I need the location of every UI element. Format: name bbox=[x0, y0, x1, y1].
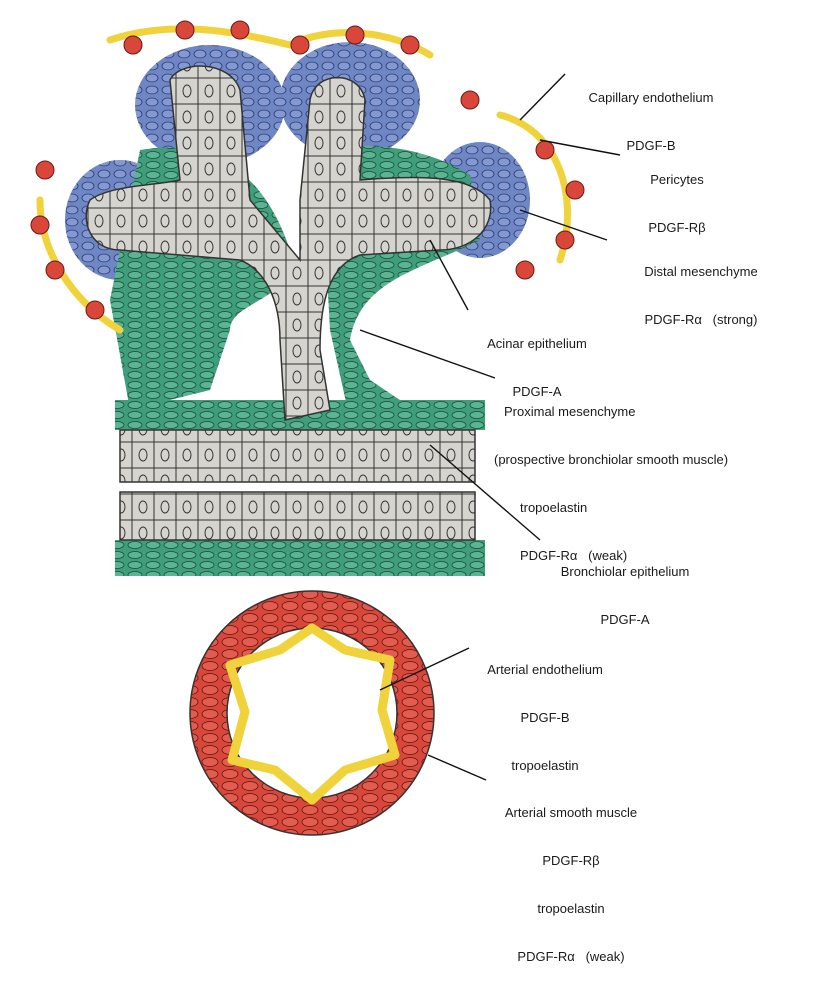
label-bronchiolar-epithelium: Bronchiolar epithelium PDGF-A bbox=[540, 532, 710, 644]
label-arterial-smooth-muscle: Arterial smooth muscle PDGF-Rβ tropoelas… bbox=[486, 773, 656, 981]
bronchiolar-epithelium bbox=[120, 430, 475, 540]
label-arterial-endothelium: Arterial endothelium PDGF-B tropoelastin bbox=[470, 630, 620, 790]
label-distal-mesenchyme: Distal mesenchyme PDGF-Rα (strong) bbox=[606, 232, 796, 344]
artery bbox=[190, 591, 434, 835]
